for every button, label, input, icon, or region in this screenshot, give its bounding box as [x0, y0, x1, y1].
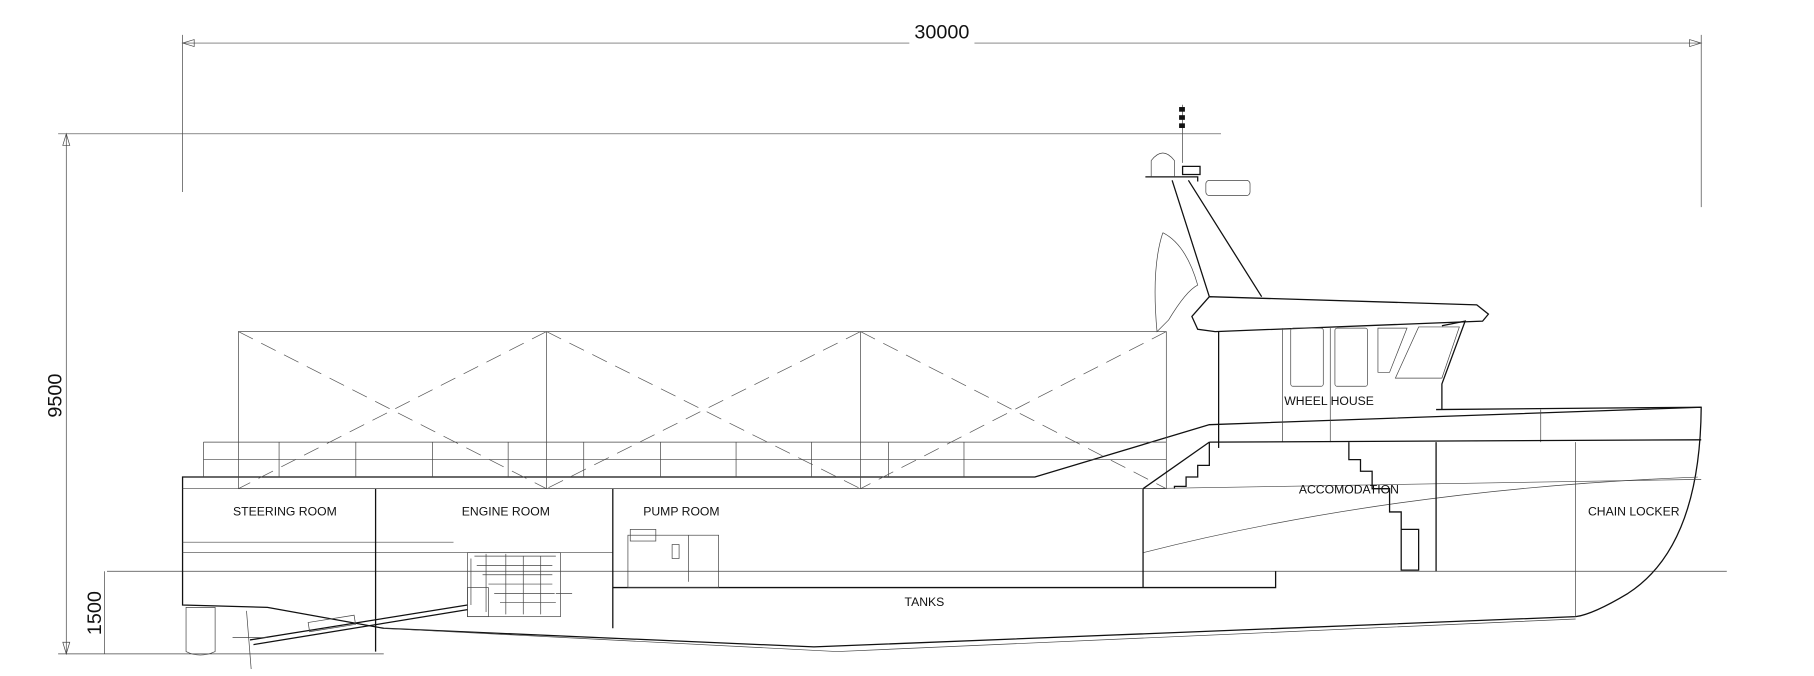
- draft-dimension-label: 1500: [84, 591, 106, 635]
- height-dimension-label: 9500: [45, 374, 67, 418]
- accommodation-stair: [1348, 442, 1420, 571]
- height-dimension: 9500: [45, 132, 1221, 656]
- deck-cargo: [238, 331, 1167, 490]
- engine-room-label: ENGINE ROOM: [462, 504, 550, 518]
- radome-icon: [1150, 152, 1175, 177]
- accommodation-label: ACCOMODATION: [1299, 482, 1399, 496]
- chain-locker-label: CHAIN LOCKER: [1588, 504, 1680, 518]
- sheer-curve: [1142, 476, 1698, 554]
- propeller-shaft: [249, 604, 468, 646]
- main-engine: [467, 552, 573, 618]
- deck-line: [1143, 479, 1702, 490]
- rudder: [185, 607, 216, 656]
- wheelhouse: [1142, 296, 1702, 490]
- hull-outline: [181, 406, 1702, 648]
- aft-stair: [1173, 442, 1210, 489]
- keel-line: [383, 618, 1576, 652]
- draft-dimension: 1500: [58, 571, 384, 655]
- pump-unit: [627, 529, 719, 588]
- deck-railing: [203, 441, 1167, 478]
- length-dimension: 30000: [181, 21, 1703, 208]
- length-dimension-label: 30000: [914, 21, 969, 43]
- wheel-house-label: WHEEL HOUSE: [1284, 394, 1374, 408]
- bulkheads: [374, 442, 1576, 652]
- radar-antenna-icon: [1205, 179, 1251, 196]
- mast: [1145, 104, 1263, 333]
- steering-room-label: STEERING ROOM: [233, 504, 337, 518]
- propeller-icon: [232, 610, 268, 670]
- pump-room-label: PUMP ROOM: [643, 504, 719, 518]
- shaft-bearing: [307, 614, 356, 633]
- tanks-label: TANKS: [905, 595, 945, 609]
